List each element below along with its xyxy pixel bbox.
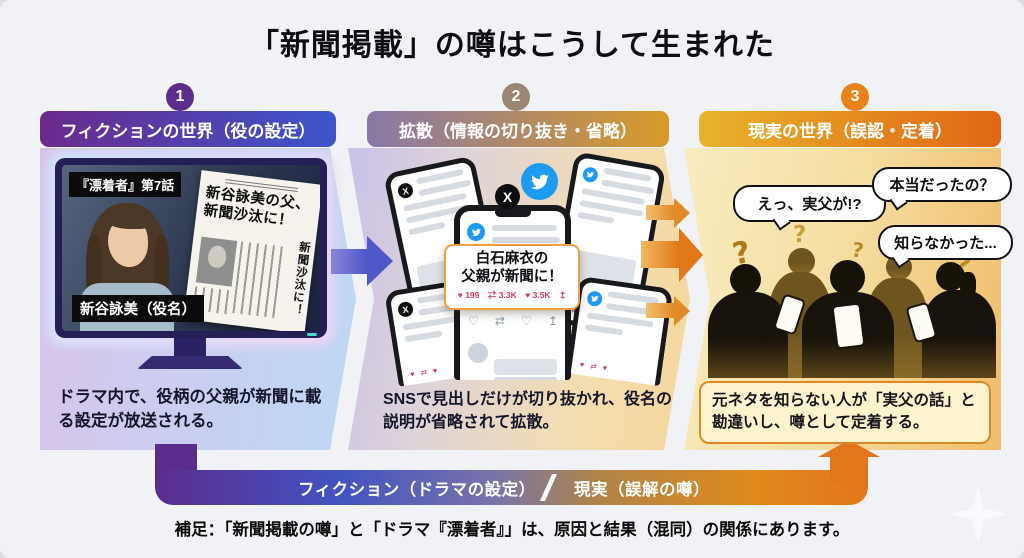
panel-1-header: フィクションの世界（役の設定） <box>40 111 336 147</box>
retweet-icon: ⇄ <box>494 314 505 328</box>
tweet-action-row: ♡ ⇄ ♡ ↥ <box>468 314 558 328</box>
newspaper-side-text: 新聞沙汰に！ <box>289 240 311 317</box>
actress-bangs <box>104 209 152 229</box>
tv-screen: 新谷詠美の父、 新聞沙汰に！ 新聞沙汰に！ 『漂着者』第7話 新谷詠美（役名） <box>62 165 320 331</box>
twitter-bird-glyph <box>590 295 599 302</box>
speech-bubble-1: えっ、実父が!? <box>733 185 886 222</box>
arrow-1-to-2 <box>331 249 367 274</box>
person-silhouette-bg-1-head <box>788 248 815 275</box>
arrow-2-to-3-small-bottom-head <box>674 296 690 326</box>
twitter-bird-glyph <box>530 174 549 189</box>
twitter-bird-glyph <box>471 228 481 236</box>
highlight-line1: 白石麻衣の <box>475 251 549 267</box>
highlight-tweet-card: 白石麻衣の 父親が新聞に！ ♥ 199 ⇄ 3.3K ♥ 3.5K ↥ <box>444 244 580 310</box>
flow-arrow-upturn <box>830 456 868 482</box>
arrow-2-to-3-small-bottom <box>646 303 674 318</box>
panel-2-header: 拡散（情報の切り抜き・省略） <box>367 111 669 147</box>
flow-arrow-bar <box>155 470 868 505</box>
person-silhouette-center-head <box>830 260 865 295</box>
highlight-line2: 父親が新聞に！ <box>461 269 563 286</box>
x-logo-icon: X <box>495 184 520 209</box>
fiction-label: フィクション（ドラマの設定） <box>298 480 536 499</box>
reality-label: 現実（誤解の噂） <box>574 480 710 499</box>
speech-bubble-2: 本当だったの？ <box>872 167 1012 202</box>
arrow-1-to-2-head <box>367 236 393 286</box>
x-logo-icon: X <box>396 181 415 200</box>
newspaper-portrait <box>195 236 238 287</box>
panel-2-caption: SNSで見出しだけが切り抜かれ、役名の説明が省略されて拡散。 <box>383 391 673 432</box>
mini-engagement-row: ♥ ⇄ ♥ <box>579 359 610 373</box>
arrow-2-to-3-small-top <box>646 205 674 220</box>
highlight-stats: ♥ 199 ⇄ 3.3K ♥ 3.5K ↥ <box>457 290 567 301</box>
like-icon: ♡ <box>521 314 532 328</box>
twitter-bird-icon <box>581 166 599 184</box>
x-logo-icon: X <box>396 300 415 318</box>
footnote: 補足：「新聞掲載の噂」と「ドラマ『漂着者』」は、原因と結果（混同）の関係にありま… <box>174 521 850 539</box>
step-2-badge: 2 <box>502 83 530 111</box>
person-silhouette-left-body <box>708 292 788 378</box>
twitter-bird-icon <box>586 290 604 308</box>
flow-arrow-head <box>818 440 880 457</box>
phone-top-right: ♥ ⇄ ♥ <box>545 151 667 337</box>
newspaper-columns <box>232 241 285 319</box>
tweet-avatar <box>468 343 488 363</box>
held-phone <box>833 304 864 348</box>
mini-engagement-row: ♥ ⇄ ♥ <box>409 365 440 379</box>
tv-frame: 新谷詠美の父、 新聞沙汰に！ 新聞沙汰に！ 『漂着者』第7話 新谷詠美（役名） <box>55 158 327 338</box>
like-icon: ♡ <box>468 314 479 328</box>
panel-3-caption: 元ネタを知らない人が「実父の話」と勘違いし、噂として定着する。 <box>699 381 991 444</box>
step-3-badge: 3 <box>841 83 869 111</box>
twitter-bird-glyph <box>586 171 595 178</box>
speech-bubble-3: 知らなかった... <box>878 225 1013 260</box>
panel-3-header: 現実の世界（誤認・定着） <box>699 111 1001 147</box>
page-title: 「新聞掲載」の噂はこうして生まれた <box>248 29 776 62</box>
character-name-badge: 新谷詠美（役名） <box>72 295 204 322</box>
arrow-2-to-3-large-head <box>679 228 703 282</box>
arrow-2-to-3-small-top-head <box>674 198 690 228</box>
twitter-bird-icon <box>467 223 485 241</box>
step-1-badge: 1 <box>166 83 194 111</box>
tv-stand-base <box>137 356 243 369</box>
panel-1-caption: ドラマ内で、役柄の父親が新聞に載る設定が放送される。 <box>58 388 322 430</box>
tv-illustration: 新谷詠美の父、 新聞沙汰に！ 新聞沙汰に！ 『漂着者』第7話 新谷詠美（役名） <box>48 152 334 376</box>
tv-stand-neck <box>174 338 206 358</box>
arrow-2-to-3-large <box>641 241 679 268</box>
twitter-bird-icon <box>521 163 558 200</box>
phone-notch <box>494 211 531 217</box>
episode-badge: 『漂着者』第7話 <box>69 172 182 197</box>
phone-bottom-right: ♥ ⇄ ♥ <box>565 275 674 387</box>
question-mark: ? <box>793 222 807 248</box>
person-silhouette-left-head <box>730 264 761 295</box>
share-icon: ↥ <box>547 314 558 328</box>
tv-power-led <box>307 333 317 336</box>
